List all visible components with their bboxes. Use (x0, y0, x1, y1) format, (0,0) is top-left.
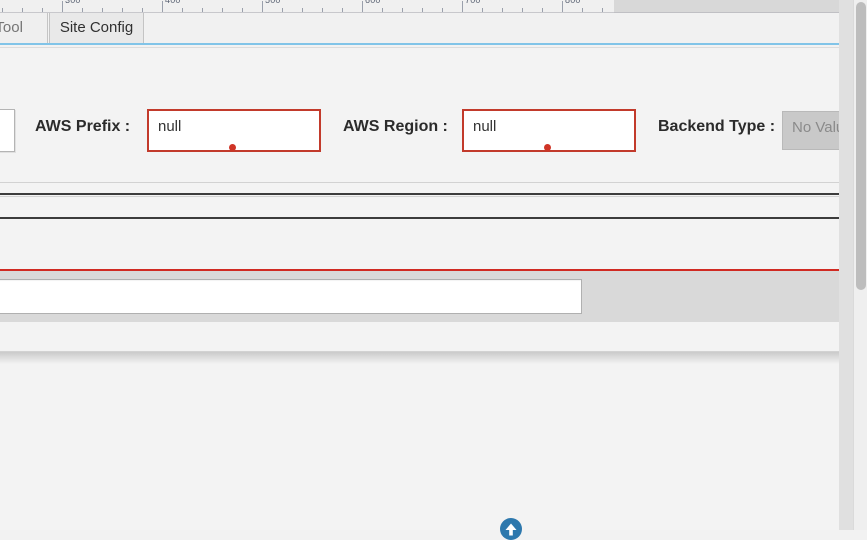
ruler-tick-label: 400 (165, 0, 181, 5)
site-config-panel: AWS Prefix : null AWS Region : null Back… (0, 47, 853, 530)
panel-drop-shadow (0, 352, 853, 364)
ruler-minor-tick (142, 8, 143, 12)
ruler-tick-label: 700 (465, 0, 481, 5)
ruler-minor-tick (182, 8, 183, 12)
ruler-minor-tick (22, 8, 23, 12)
ruler-minor-tick (442, 8, 443, 12)
ruler-minor-tick (202, 8, 203, 12)
lower-empty-area (0, 364, 853, 530)
ruler-minor-tick (282, 8, 283, 12)
ruler-major-tick (162, 1, 163, 12)
aws-region-label: AWS Region : (343, 118, 448, 135)
ruler-minor-tick (302, 8, 303, 12)
ruler-minor-tick (122, 8, 123, 12)
ruler-tick-label: 500 (265, 0, 281, 5)
lower-panel-divider (0, 351, 853, 352)
aws-prefix-error-dot (229, 144, 236, 151)
search-input[interactable] (0, 279, 582, 314)
ruler-tick-label: 800 (565, 0, 581, 5)
ruler-minor-tick (342, 8, 343, 12)
ruler-minor-tick (42, 8, 43, 12)
validation-divider (0, 269, 853, 271)
ruler-minor-tick (382, 8, 383, 12)
ruler-minor-tick (602, 8, 603, 12)
section-divider-upper-hairline (0, 196, 853, 197)
aws-prefix-label: AWS Prefix : (35, 118, 131, 135)
ruler-minor-tick (2, 8, 3, 12)
aws-region-error-dot (544, 144, 551, 151)
up-arrow-icon[interactable] (500, 518, 522, 540)
divider-above-section (0, 182, 853, 183)
ruler-minor-tick (422, 8, 423, 12)
tab-bar: y Tool Site Config (0, 13, 853, 45)
ruler-minor-tick (222, 8, 223, 12)
horizontal-ruler: 300 400 500 600 700 800 (0, 0, 614, 13)
tab-site-config-label: Site Config (59, 19, 134, 36)
config-form-row: AWS Prefix : null AWS Region : null Back… (0, 104, 853, 156)
tab-query-tool-label: y Tool (0, 19, 23, 36)
ruler-minor-tick (102, 8, 103, 12)
ruler-major-tick (562, 1, 563, 12)
ruler-tick-label: 600 (365, 0, 381, 5)
ruler-major-tick (362, 1, 363, 12)
ruler-minor-tick (402, 8, 403, 12)
tab-query-tool[interactable]: y Tool (0, 13, 48, 43)
vertical-scrollbar[interactable] (853, 0, 867, 530)
backend-type-label: Backend Type : (658, 118, 776, 135)
section-divider-lower (0, 217, 853, 219)
ruler-minor-tick (522, 8, 523, 12)
ruler-major-tick (462, 1, 463, 12)
panel-top-spacer (0, 47, 853, 56)
ruler-minor-tick (482, 8, 483, 12)
ruler-major-tick (62, 1, 63, 12)
vertical-scrollbar-thumb[interactable] (856, 2, 866, 290)
scrollbar-gutter (839, 0, 853, 530)
ruler-minor-tick (82, 8, 83, 12)
ruler-minor-tick (242, 8, 243, 12)
tab-bar-empty-area (145, 13, 853, 43)
ruler-minor-tick (582, 8, 583, 12)
lower-panel-strip (0, 322, 853, 352)
cutoff-input-field[interactable] (0, 109, 15, 152)
ruler-minor-tick (322, 8, 323, 12)
section-divider-upper (0, 193, 853, 195)
ruler-major-tick (262, 1, 263, 12)
ruler-tick-label: 300 (65, 0, 81, 5)
ruler-minor-tick (542, 8, 543, 12)
ruler-right-padding (614, 0, 853, 13)
ruler-minor-tick (502, 8, 503, 12)
tab-site-config[interactable]: Site Config (49, 13, 144, 43)
